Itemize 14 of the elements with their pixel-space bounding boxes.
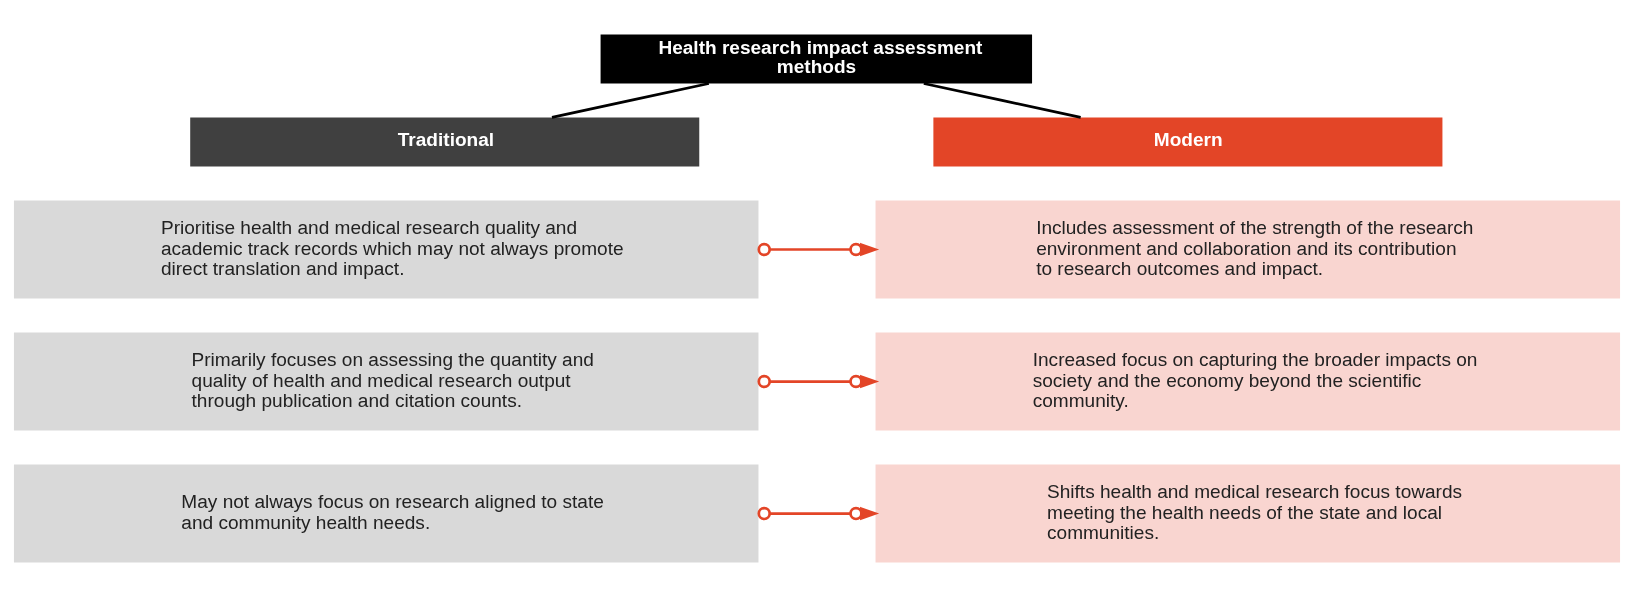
connector — [551, 81, 710, 119]
node-box: Primarily focuses on assessing the quantity and quality of health and medical research output through publication and citation counts. — [13, 332, 759, 431]
node-box: Increased focus on capturing the broader impacts on society and the economy beyond the scientific community. — [875, 332, 1621, 431]
arrow — [757, 374, 880, 388]
arrow — [757, 506, 880, 520]
node-box: May not always focus on research aligned to state and community health needs. — [13, 464, 759, 563]
connector — [923, 81, 1081, 119]
node-box: Modern — [933, 116, 1443, 166]
node-box: Prioritise health and medical research quality and academic track records which may not always promote direct translation and impact. — [13, 200, 759, 298]
arrow — [757, 242, 880, 256]
node-box: Includes assessment of the strength of the research environment and collaboration and its contribution to research outcomes and impact. — [875, 200, 1621, 298]
node-box: Health research impact assessment methods — [600, 33, 1033, 83]
node-box: Shifts health and medical research focus towards meeting the health needs of the state and local communities. — [875, 464, 1621, 563]
node-box: Traditional — [190, 116, 700, 166]
